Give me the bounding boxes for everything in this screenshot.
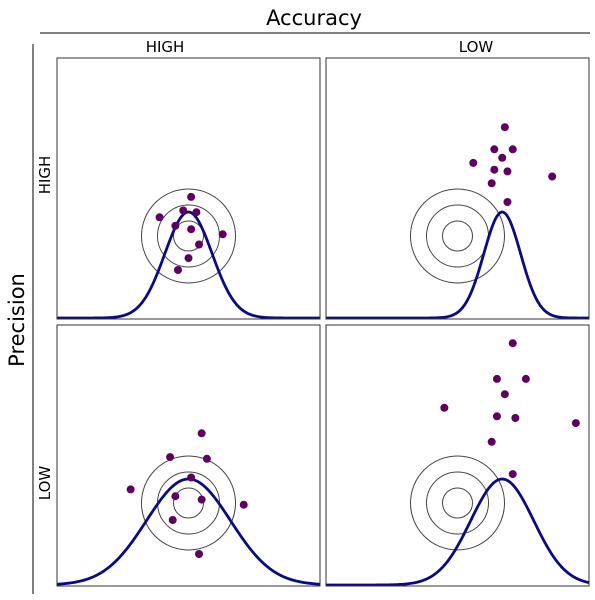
shot-dot: [490, 145, 499, 154]
shot-dot: [548, 172, 557, 181]
shot-dot: [508, 470, 517, 479]
shot-dot: [166, 453, 175, 462]
panel-high-precision-high-accuracy: [56, 57, 321, 320]
panel-frame: [56, 324, 321, 587]
target-ring-3: [442, 487, 473, 519]
shot-dot: [500, 390, 509, 399]
shot-dot: [500, 123, 509, 132]
panel-frame: [56, 57, 321, 320]
target-ring-1: [141, 455, 236, 551]
shot-dot: [492, 374, 501, 383]
shot-dot: [498, 153, 507, 162]
shot-dot: [508, 339, 517, 348]
target-ring-2: [426, 204, 489, 268]
shot-dot: [192, 208, 201, 217]
target-ring-3: [442, 220, 473, 252]
column-label-low: LOW: [459, 38, 494, 56]
target-ring-3: [173, 220, 204, 252]
panel-grid: [56, 57, 590, 587]
shot-dot: [184, 254, 193, 263]
column-label-high: HIGH: [146, 38, 185, 56]
row-label-low: LOW: [36, 466, 54, 501]
figure-title: Accuracy: [266, 6, 362, 30]
target-ring-2: [426, 471, 489, 535]
shot-dot: [469, 158, 478, 167]
shot-dot: [197, 495, 206, 504]
distribution-curve: [57, 210, 320, 319]
row-axis-title: Precision: [5, 273, 29, 367]
row-label-high: HIGH: [36, 156, 54, 195]
shot-dot: [511, 414, 520, 422]
shot-dot: [173, 266, 182, 274]
shot-dot: [440, 403, 449, 412]
shot-dot: [503, 167, 512, 176]
distribution-curve: [57, 477, 320, 586]
shot-dot: [521, 374, 530, 383]
shot-dot: [168, 516, 177, 524]
panel-frame: [325, 57, 590, 320]
shot-dot: [487, 179, 496, 188]
shot-dot: [571, 419, 580, 428]
shot-dot: [126, 485, 135, 494]
panel-frame: [325, 324, 590, 587]
target-ring-1: [410, 455, 505, 551]
shot-dot: [503, 198, 512, 206]
shot-dot: [490, 165, 499, 174]
target-ring-1: [141, 188, 236, 284]
shot-dot: [171, 492, 180, 501]
panel-high-precision-low-accuracy: [325, 57, 590, 320]
shot-dot: [202, 454, 211, 463]
shot-dot: [197, 429, 206, 438]
shot-dot: [187, 192, 196, 201]
shot-dot: [155, 213, 164, 222]
shot-dot: [179, 206, 188, 215]
shot-dot: [239, 500, 248, 509]
distribution-curve: [326, 477, 589, 586]
shot-dot: [492, 412, 501, 421]
distribution-curve: [326, 210, 589, 319]
shot-dot: [218, 230, 227, 239]
target-ring-3: [173, 487, 204, 519]
shot-dot: [195, 240, 204, 249]
target-ring-2: [157, 471, 220, 535]
target-ring-1: [410, 188, 505, 284]
shot-dot: [508, 145, 517, 154]
panel-low-precision-low-accuracy: [325, 324, 590, 587]
panel-low-precision-high-accuracy: [56, 324, 321, 587]
shot-dot: [187, 225, 196, 234]
shot-dot: [187, 473, 196, 482]
shot-dot: [171, 221, 180, 230]
shot-dot: [487, 437, 496, 446]
shot-dot: [195, 550, 204, 558]
